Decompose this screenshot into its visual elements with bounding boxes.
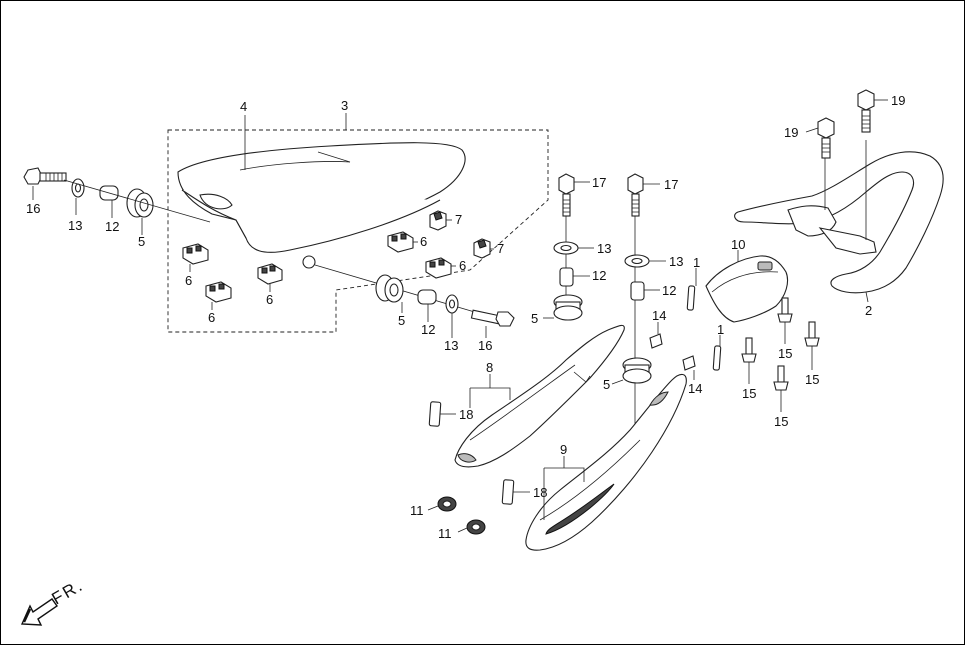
screw-part-15-b <box>804 321 820 347</box>
cushion-part-6-a <box>182 243 209 265</box>
grommet-part-5-left <box>126 188 154 218</box>
callout-6: 6 <box>208 310 215 325</box>
callout-6: 6 <box>459 258 466 273</box>
collar-part-12-stack-left <box>559 267 574 287</box>
callout-12: 12 <box>662 283 676 298</box>
callout-6: 6 <box>185 273 192 288</box>
callout-17: 17 <box>592 175 606 190</box>
collar-part-12-right <box>417 289 437 305</box>
callout-9: 9 <box>560 442 567 457</box>
washer-hole <box>74 183 82 193</box>
callout-12: 12 <box>421 322 435 337</box>
bolt-part-19-right <box>857 89 875 133</box>
callout-11: 11 <box>410 503 424 518</box>
callout-12: 12 <box>592 268 606 283</box>
clip-part-14-b <box>682 355 696 371</box>
cushion-part-6-b <box>205 281 232 303</box>
bolt-part-16-right <box>470 309 515 327</box>
pin-part-1-b <box>712 345 722 371</box>
clip-part-14-a <box>649 333 663 349</box>
washer-hole-right <box>448 299 456 309</box>
side-cover-part-8 <box>454 324 625 468</box>
callout-7: 7 <box>455 212 462 227</box>
cushion-part-6-d <box>387 231 414 253</box>
callout-4: 4 <box>240 99 247 114</box>
grommet-part-5-stack-left <box>553 294 583 321</box>
callout-13: 13 <box>669 254 683 269</box>
tag-part-18-a <box>428 401 442 427</box>
washer-hole <box>560 244 572 252</box>
bolt-part-19-left <box>817 117 835 159</box>
callout-13: 13 <box>68 218 82 233</box>
callout-5: 5 <box>531 311 538 326</box>
screw-part-15-d <box>773 365 789 391</box>
callout-11: 11 <box>438 526 452 541</box>
callout-16: 16 <box>478 338 492 353</box>
callout-15: 15 <box>774 414 788 429</box>
callout-1: 1 <box>693 255 700 270</box>
callout-18: 18 <box>533 485 547 500</box>
grommet-part-11-a <box>437 496 457 512</box>
pin-part-1-a <box>686 285 696 311</box>
bolt-part-17-right <box>627 173 644 430</box>
callout-14: 14 <box>652 308 666 323</box>
callout-14: 14 <box>688 381 702 396</box>
callout-13: 13 <box>444 338 458 353</box>
callout-5: 5 <box>138 234 145 249</box>
front-label: FR. <box>49 575 87 608</box>
seat-part-4 <box>177 142 466 269</box>
grommet-part-5-right <box>375 274 404 303</box>
screw-part-15-c <box>741 337 757 363</box>
leader-lines <box>32 99 888 533</box>
screw-part-15-a <box>777 297 793 323</box>
callout-15: 15 <box>778 346 792 361</box>
front-arrow-icon <box>20 598 58 626</box>
cushion-part-6-e <box>425 257 452 279</box>
clip-part-7-b <box>473 238 491 259</box>
washer-hole <box>631 257 643 265</box>
callout-8: 8 <box>486 360 493 375</box>
callout-3: 3 <box>341 98 348 113</box>
callout-6: 6 <box>266 292 273 307</box>
callout-6: 6 <box>420 234 427 249</box>
callout-2: 2 <box>865 303 872 318</box>
callout-17: 17 <box>664 177 678 192</box>
callout-7: 7 <box>497 241 504 256</box>
collar-part-12-stack-right <box>630 281 645 301</box>
callout-19: 19 <box>891 93 905 108</box>
bolt-part-17-left <box>558 173 575 305</box>
cushion-part-6-c <box>257 263 283 285</box>
callout-15: 15 <box>742 386 756 401</box>
tag-part-18-b <box>501 479 515 505</box>
callout-16: 16 <box>26 201 40 216</box>
rear-garnish-part-10 <box>705 255 789 323</box>
callout-15: 15 <box>805 372 819 387</box>
callout-18: 18 <box>459 407 473 422</box>
clip-part-7-a <box>429 210 447 231</box>
grommet-part-5-stack-right <box>622 357 652 384</box>
grab-rail-part-2 <box>734 140 944 294</box>
side-cover-part-9 <box>525 373 687 551</box>
callout-5: 5 <box>398 313 405 328</box>
callout-19: 19 <box>784 125 798 140</box>
callout-5: 5 <box>603 377 610 392</box>
callout-12: 12 <box>105 219 119 234</box>
callout-13: 13 <box>597 241 611 256</box>
bolt-part-16-left <box>23 167 67 185</box>
callout-10: 10 <box>731 237 745 252</box>
callout-1: 1 <box>717 322 724 337</box>
grommet-part-11-b <box>466 519 486 535</box>
